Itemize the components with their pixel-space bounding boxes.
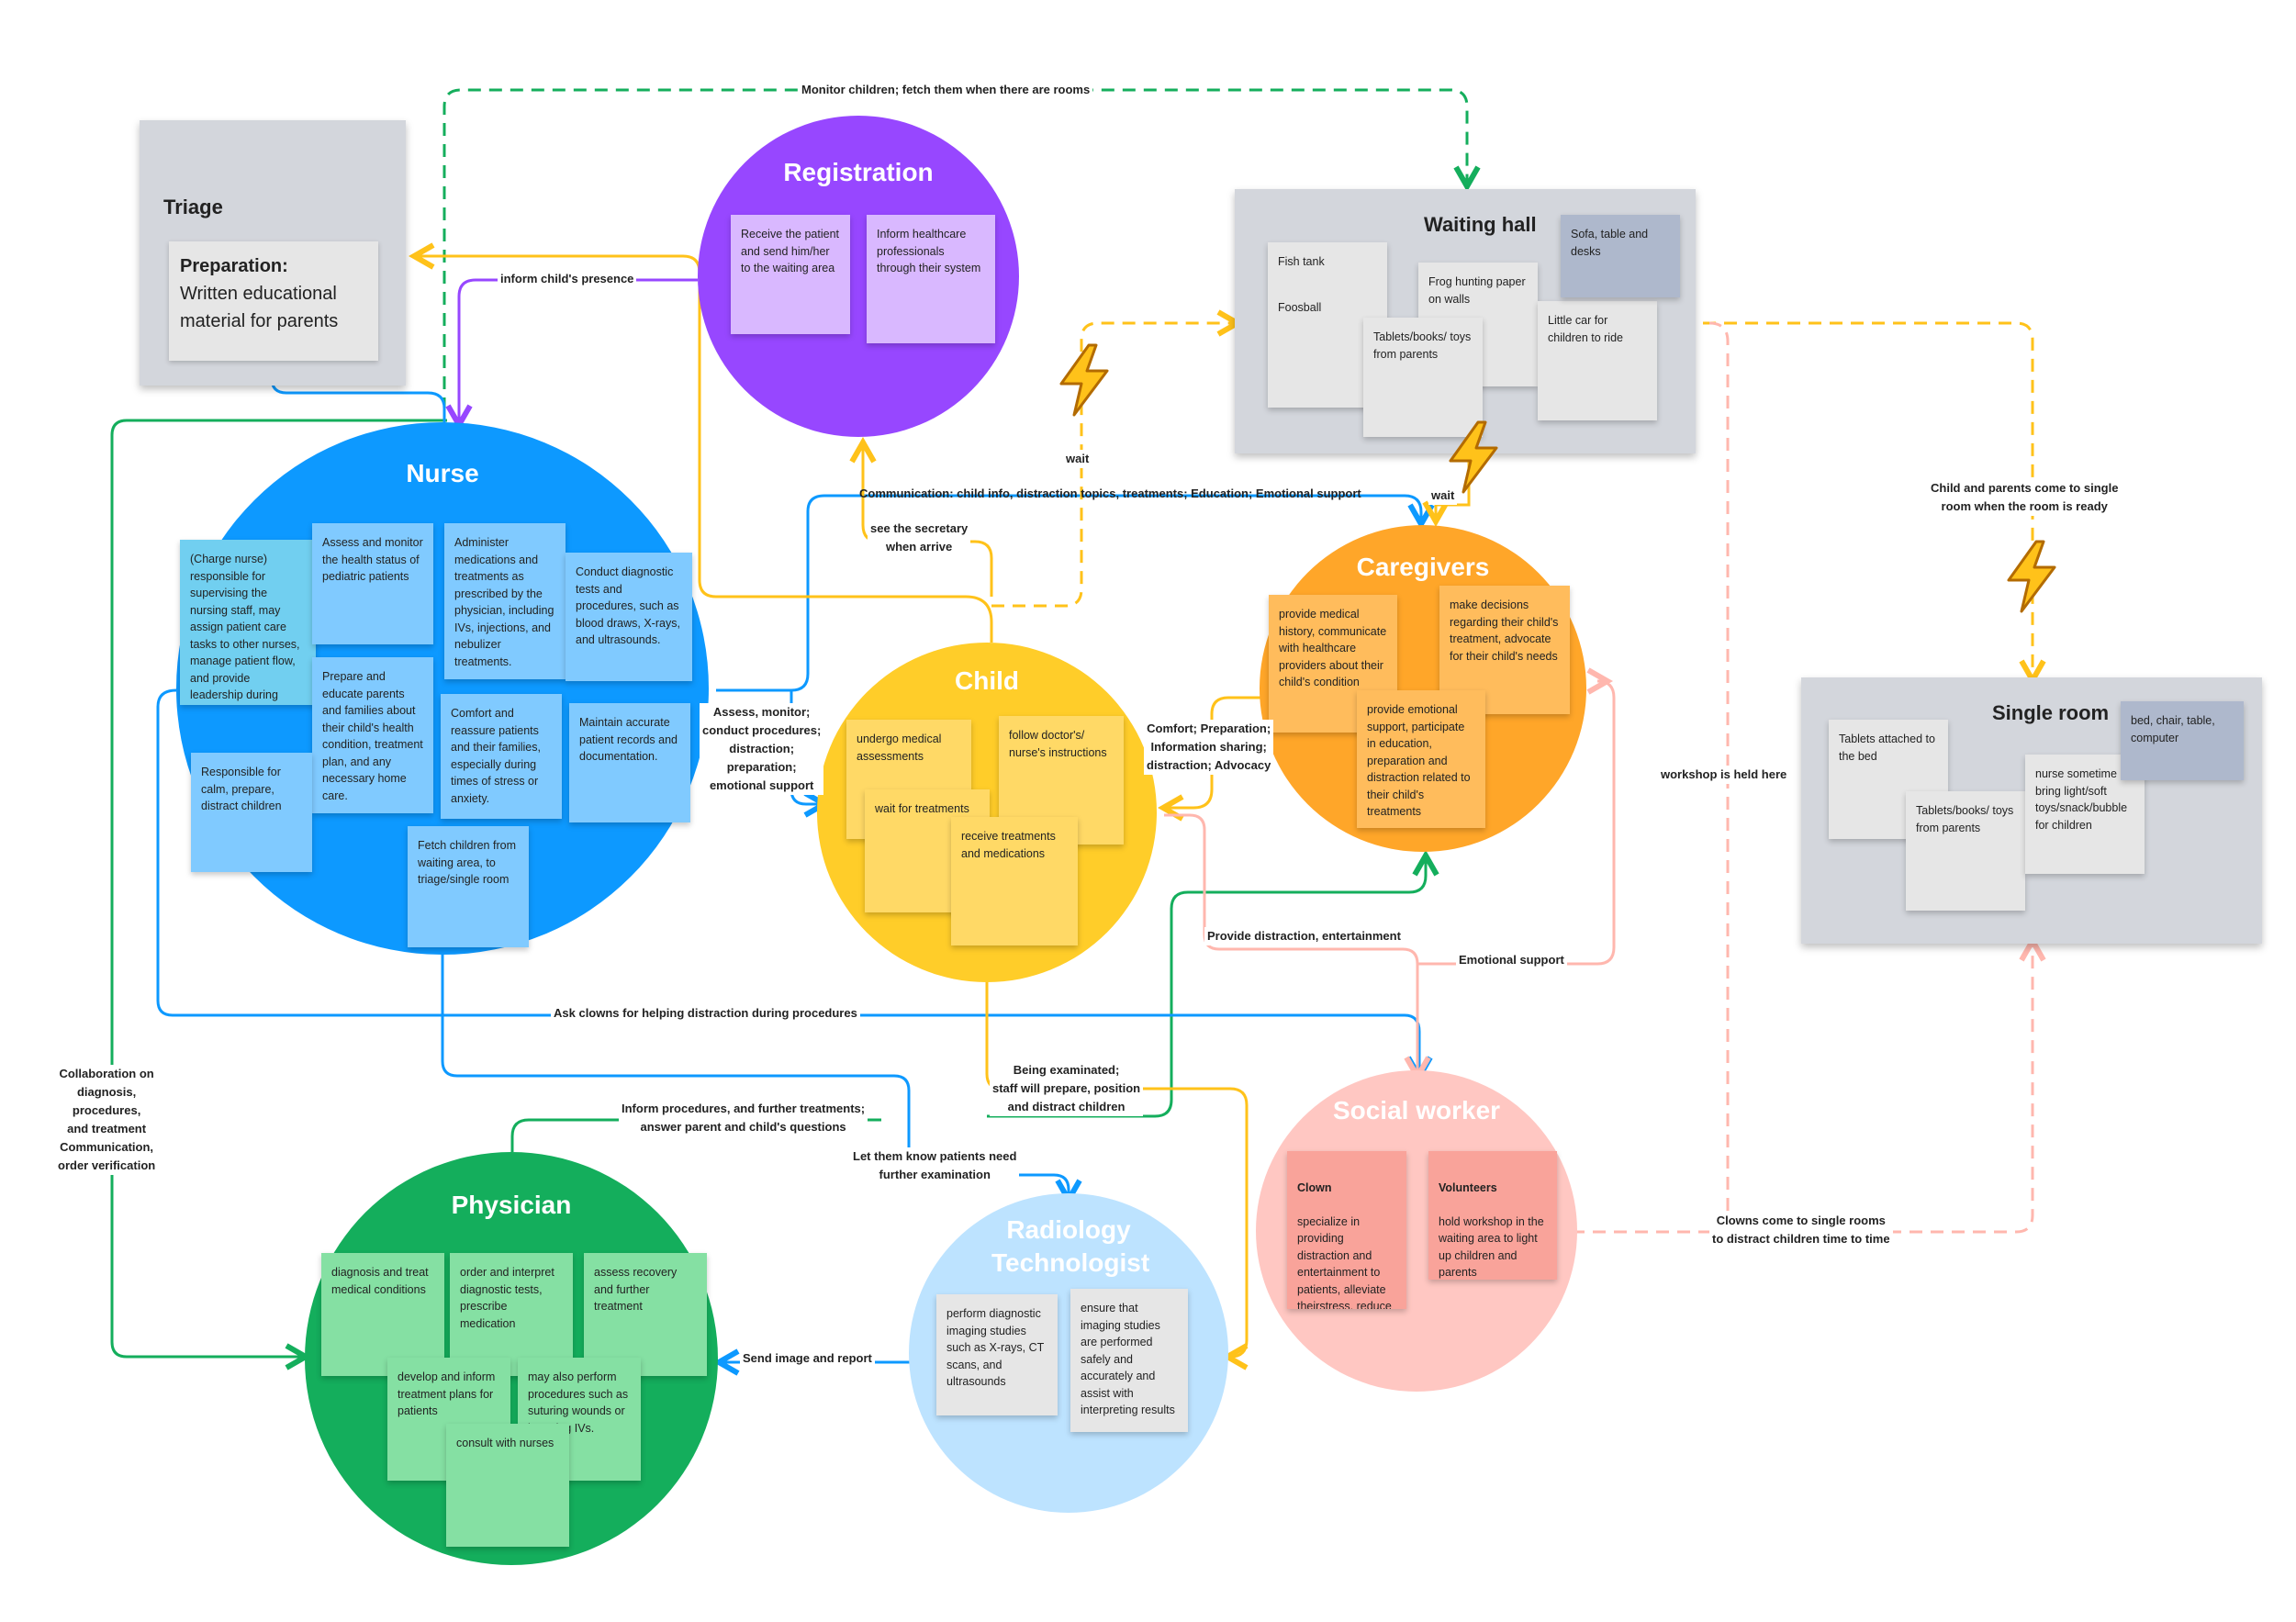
nurse-note-administer: Administer medications and treatments as… xyxy=(444,523,566,679)
nurse-note-maintain: Maintain accurate patient records and do… xyxy=(569,703,690,822)
registration-note-receive: Receive the patient and send him/her to … xyxy=(731,215,850,334)
physician-circle: Physician diagnosis and treat medical co… xyxy=(305,1152,718,1565)
child-triage-connector xyxy=(417,256,993,643)
label-send-image: Send image and report xyxy=(740,1349,875,1368)
caregivers-title: Caregivers xyxy=(1356,553,1490,581)
clown-text: specialize in providing distraction and … xyxy=(1297,1214,1392,1310)
label-monitor: Monitor children; fetch them when there … xyxy=(799,81,1093,99)
label-being-examinated: Being examinated; staff will prepare, po… xyxy=(990,1061,1144,1116)
come-single-connector xyxy=(1703,321,2033,677)
physician-note-order: order and interpret diagnostic tests, pr… xyxy=(450,1253,573,1376)
single-note-nurse: nurse sometime bring light/soft toys/sna… xyxy=(2025,755,2145,874)
social-note-volunteers: Volunteers hold workshop in the waiting … xyxy=(1428,1151,1557,1280)
nurse-note-charge: (Charge nurse) responsible for supervisi… xyxy=(180,540,316,705)
label-assess: Assess, monitor; conduct procedures; dis… xyxy=(700,703,824,795)
inform-procedures-connector xyxy=(510,1118,881,1152)
waiting-hall-zone: Waiting hall Fish tank Foosball Frog hun… xyxy=(1235,189,1696,453)
waiting-hall-title: Waiting hall xyxy=(1424,213,1537,236)
social-worker-title: Social worker xyxy=(1332,1096,1501,1124)
nurse-note-fetch: Fetch children from waiting area, to tri… xyxy=(408,826,529,947)
label-see-secretary: see the secretary when arrive xyxy=(868,520,971,556)
nurse-title: Nurse xyxy=(406,459,479,487)
label-comfort: Comfort; Preparation; Information sharin… xyxy=(1144,720,1274,775)
label-inform-presence: inform child's presence xyxy=(498,270,637,288)
emotional-support-connector xyxy=(1417,681,1616,966)
child-circle: Child undergo medical assessments follow… xyxy=(817,643,1157,982)
communication-connector xyxy=(716,494,1421,692)
radiology-note-perform: perform diagnostic imaging studies such … xyxy=(936,1294,1058,1415)
label-communication: Communication: child info, distraction t… xyxy=(859,487,1361,500)
volunteers-title: Volunteers xyxy=(1439,1180,1497,1194)
waiting-note-foosball: Foosball xyxy=(1278,301,1322,314)
caregivers-circle: Caregivers provide medical history, comm… xyxy=(1260,525,1586,852)
label-wait-1: wait xyxy=(1063,450,1092,468)
single-note-bed-tablets: Tablets attached to the bed xyxy=(1829,720,1948,839)
triage-prep-title: Preparation: xyxy=(180,256,288,276)
examinated-green-connector xyxy=(987,858,1426,1118)
workshop-connector xyxy=(1708,321,1730,1232)
triage-preparation-card: Preparation: Written educational materia… xyxy=(169,241,378,361)
social-worker-circle: Social worker Clown specialize in provid… xyxy=(1256,1070,1577,1392)
caregivers-note-emotional: provide emotional support, participate i… xyxy=(1357,690,1485,828)
wait-connector-1 xyxy=(991,323,1235,608)
collaboration-connector xyxy=(110,419,447,1357)
single-note-tablets: Tablets/books/ toys from parents xyxy=(1906,791,2025,911)
radiology-note-ensure: ensure that imaging studies are performe… xyxy=(1070,1289,1188,1432)
provide-distraction-connector xyxy=(1164,813,1417,1074)
single-room-title: Single room xyxy=(1992,701,2110,724)
nurse-circle: Nurse (Charge nurse) responsible for sup… xyxy=(176,422,709,955)
registration-title: Registration xyxy=(783,158,934,186)
lightning-icon xyxy=(1449,420,1498,494)
waiting-note-sofa: Sofa, table and desks xyxy=(1561,215,1680,297)
lightning-icon xyxy=(1059,343,1109,417)
nurse-note-calm: Responsible for calm, prepare, distract … xyxy=(191,753,312,872)
physician-note-diagnosis: diagnosis and treat medical conditions xyxy=(321,1253,444,1376)
nurse-note-prepare: Prepare and educate parents and families… xyxy=(312,657,433,813)
single-note-furniture: bed, chair, table, computer xyxy=(2121,701,2244,780)
nurse-note-comfort: Comfort and reassure patients and their … xyxy=(441,694,562,819)
label-provide-distraction: Provide distraction, entertainment xyxy=(1204,927,1404,945)
label-wait-2: wait xyxy=(1428,487,1458,505)
label-come-single: Child and parents come to single room wh… xyxy=(1928,479,2122,516)
single-room-zone: Single room Tablets attached to the bed … xyxy=(1801,677,2262,944)
physician-title: Physician xyxy=(451,1191,572,1219)
triage-prep-text: Written educational material for parents xyxy=(180,284,339,331)
nurse-note-assess: Assess and monitor the health status of … xyxy=(312,523,433,644)
label-workshop: workshop is held here xyxy=(1658,766,1790,784)
clown-title: Clown xyxy=(1297,1180,1332,1194)
let-them-know-connector xyxy=(441,955,1069,1197)
waiting-note-car: Little car for children to ride xyxy=(1538,301,1657,420)
child-title: Child xyxy=(955,666,1019,695)
registration-note-inform: Inform healthcare professionals through … xyxy=(867,215,995,343)
inform-presence-connector xyxy=(459,278,698,422)
label-let-them-know: Let them know patients need further exam… xyxy=(850,1147,1020,1184)
label-inform-procedures: Inform procedures, and further treatment… xyxy=(619,1100,868,1136)
lightning-icon xyxy=(2007,540,2056,613)
label-ask-clowns: Ask clowns for helping distraction durin… xyxy=(551,1004,860,1023)
volunteers-text: hold workshop in the waiting area to lig… xyxy=(1439,1214,1544,1280)
clowns-come-connector xyxy=(1572,944,2033,1234)
social-note-clown: Clown specialize in providing distractio… xyxy=(1287,1151,1406,1309)
triage-zone: Triage Preparation: Written educational … xyxy=(140,120,406,386)
label-emotional-support: Emotional support xyxy=(1456,951,1567,969)
child-note-receive: receive treatments and medications xyxy=(951,817,1078,945)
physician-note-consult: consult with nurses xyxy=(446,1424,569,1547)
label-collaboration: Collaboration on diagnosis, procedures, … xyxy=(55,1065,159,1175)
radiology-circle: Radiology Technologist perform diagnosti… xyxy=(909,1193,1228,1513)
waiting-note-tablets: Tablets/books/ toys from parents xyxy=(1363,318,1483,437)
registration-circle: Registration Receive the patient and sen… xyxy=(698,116,1019,437)
triage-title: Triage xyxy=(163,196,223,218)
nurse-note-conduct: Conduct diagnostic tests and procedures,… xyxy=(566,553,692,681)
label-clowns-come: Clowns come to single rooms to distract … xyxy=(1709,1212,1893,1248)
radiology-title: Radiology Technologist xyxy=(991,1215,1150,1277)
physician-note-assess: assess recovery and further treatment xyxy=(584,1253,707,1376)
